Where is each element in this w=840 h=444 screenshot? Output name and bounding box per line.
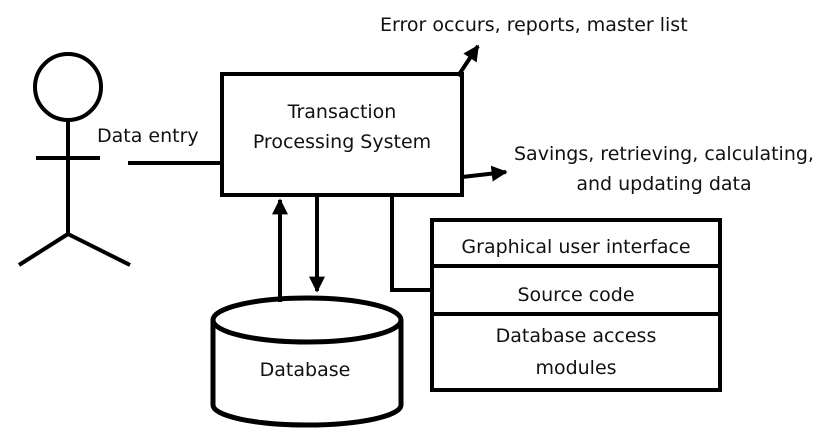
user-right-leg (67, 232, 131, 267)
processing-output-label-line1: Savings, retrieving, calculating, (514, 143, 814, 165)
tps-label-line1: Transaction (287, 101, 397, 123)
component-stack-frame (430, 218, 722, 392)
tps-label-line2: Processing System (253, 131, 431, 153)
error-output-arrow (456, 44, 480, 78)
error-output-label: Error occurs, reports, master list (380, 14, 688, 36)
data-entry-label: Data entry (97, 125, 199, 147)
user-left-leg (17, 232, 70, 267)
component-stack: Graphical user interface Source code Dat… (430, 218, 722, 392)
processing-output-label-line2: and updating data (576, 173, 751, 195)
user-head (33, 52, 103, 122)
database-label: Database (260, 359, 351, 381)
processing-output-arrow (461, 165, 508, 182)
component-source-code-label: Source code (517, 284, 634, 306)
component-gui-label: Graphical user interface (461, 236, 690, 258)
database-cylinder-icon: Database (210, 295, 404, 428)
tps-to-components-connector (390, 195, 432, 292)
user-stick-figure-icon (17, 52, 131, 267)
component-db-access-label-line1: Database access (496, 325, 657, 347)
component-db-access-label-line2: modules (535, 357, 616, 379)
tps-box: Transaction Processing System (220, 72, 464, 197)
